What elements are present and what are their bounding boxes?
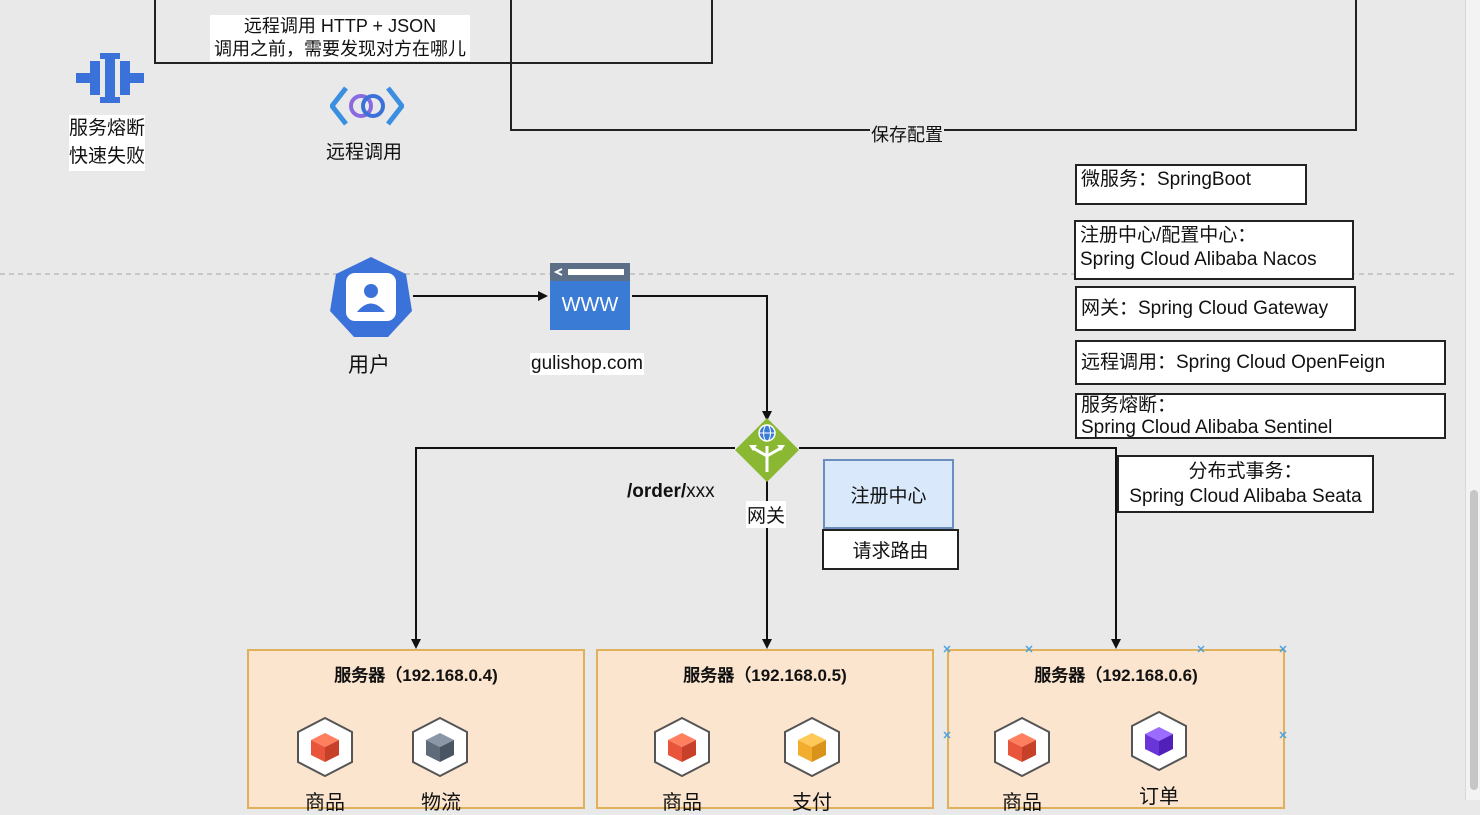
tech-registry-line2: Spring Cloud Alibaba Nacos [1080,249,1317,270]
server-box-3: 服务器（192.168.0.6) 商品 订单 [947,649,1285,814]
tech-breaker-line1: 服务熔断： [1081,395,1177,416]
tech-microservice: 微服务：SpringBoot [1075,164,1307,205]
circuit-breaker-line1: 服务熔断 [69,118,146,139]
registry-box: 注册中心 [823,459,954,529]
registry-label: 注册中心 [850,485,927,507]
gateway-icon [735,418,799,482]
server-box-1: 服务器（192.168.0.4) 商品 物流 [247,649,585,814]
server-title-1: 服务器（192.168.0.4) [334,666,498,685]
remote-call-note-line2: 调用之前，需要发现对方在哪儿 [214,39,466,59]
server1-service2-label: 物流 [421,792,461,814]
server2-service2-label: 支付 [792,792,832,814]
svg-text:WWW: WWW [562,294,619,316]
tech-microservice-text: 微服务：SpringBoot [1081,169,1252,190]
circuit-breaker-line2: 快速失败 [69,146,146,167]
arrow-gateway-to-server3 [799,447,1121,649]
cube-icon-product [654,717,710,777]
server2-service1-label: 商品 [662,792,702,814]
cube-icon-logistics [412,717,468,777]
selection-handles[interactable] [940,642,1292,802]
tech-breaker: 服务熔断： Spring Cloud Alibaba Sentinel [1075,393,1446,439]
tech-remote-call-text: 远程调用：Spring Cloud OpenFeign [1081,352,1386,373]
tech-transaction: 分布式事务： Spring Cloud Alibaba Seata [1117,455,1374,513]
circuit-breaker-label: 服务熔断 快速失败 [69,115,146,171]
gateway-label: 网关 [746,501,787,528]
remote-call-label: 远程调用 [326,142,403,163]
request-routing-label: 请求路由 [852,541,929,562]
www-icon: WWW [550,263,630,330]
server-box-2: 服务器（192.168.0.5) 商品 支付 [596,649,934,814]
save-config-frame [510,0,1357,131]
remote-call-note-line1: 远程调用 HTTP + JSON [243,16,437,36]
cube-icon-order [1131,711,1187,771]
route-path-bold: /order/ [627,481,687,502]
tech-registry-line1: 注册中心/配置中心： [1080,225,1257,246]
tech-transaction-line1: 分布式事务： [1188,461,1303,482]
cube-icon-payment [784,717,840,777]
tech-gateway: 网关：Spring Cloud Gateway [1075,286,1356,331]
tech-gateway-text: 网关：Spring Cloud Gateway [1081,298,1329,319]
server1-service1-label: 商品 [305,792,345,814]
tech-breaker-line2: Spring Cloud Alibaba Sentinel [1081,417,1333,438]
user-icon [330,257,412,337]
server-title-2: 服务器（192.168.0.5) [683,666,847,685]
cube-icon-product [994,717,1050,777]
tech-registry: 注册中心/配置中心： Spring Cloud Alibaba Nacos [1074,220,1354,280]
vertical-scrollbar[interactable] [1465,0,1480,800]
remote-call-note: 远程调用 HTTP + JSON 调用之前，需要发现对方在哪儿 [210,15,470,61]
tech-transaction-line2: Spring Cloud Alibaba Seata [1129,486,1362,507]
route-path-rest: xxx [686,481,715,502]
cube-icon-product [297,717,353,777]
request-routing-box: 请求路由 [822,529,959,570]
arrow-gateway-to-server1 [411,447,735,649]
tech-remote-call: 远程调用：Spring Cloud OpenFeign [1075,340,1446,385]
scrollbar-thumb[interactable] [1470,490,1478,790]
remote-call-icon [330,86,404,126]
arrow-www-to-gateway [632,295,772,421]
circuit-breaker-icon [76,53,144,103]
server-title-3: 服务器（192.168.0.6) [1034,666,1198,685]
domain-label: gulishop.com [530,353,644,375]
top-remote-call-frame [154,0,713,64]
user-label: 用户 [348,354,390,377]
save-config-label: 保存配置 [870,121,944,147]
route-path-label: /order/xxx [627,481,715,503]
